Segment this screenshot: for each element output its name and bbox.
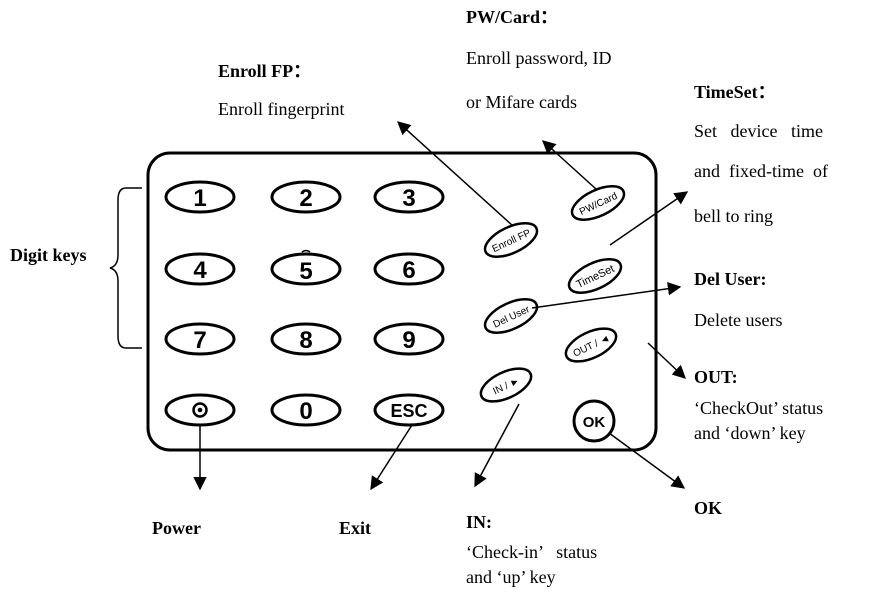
enroll-fp-title: Enroll FP： xyxy=(218,61,312,81)
out-title: OUT: xyxy=(694,367,738,387)
arrow-enroll-fp xyxy=(396,121,514,227)
pw-card-title: PW/Card： xyxy=(466,7,558,27)
esc-key[interactable]: ESC xyxy=(373,393,445,427)
key-1-label: 1 xyxy=(193,185,206,212)
timeset-title: TimeSet： xyxy=(694,82,776,102)
key-4[interactable]: 4 xyxy=(164,252,236,286)
digit-keys-label: Digit keys xyxy=(10,245,87,265)
key-9-label: 9 xyxy=(402,327,415,354)
key-8-label: 8 xyxy=(299,327,312,354)
del-user-desc: Delete users xyxy=(694,310,783,330)
pw-card-desc-line-1: Enroll password, ID xyxy=(466,48,612,68)
ok-title: OK xyxy=(694,498,723,518)
arrow-out xyxy=(647,342,686,379)
key-7-label: 7 xyxy=(193,327,206,354)
del-user-title: Del User: xyxy=(694,269,767,289)
enroll-fp-desc: Enroll fingerprint xyxy=(218,99,345,119)
key-2[interactable]: 2 xyxy=(270,180,342,214)
key-7[interactable]: 7 xyxy=(164,322,236,356)
key-6-label: 6 xyxy=(402,257,415,284)
key-1[interactable]: 1 xyxy=(164,180,236,214)
in-title: IN: xyxy=(466,512,492,532)
key-9[interactable]: 9 xyxy=(373,322,445,356)
timeset-desc-line-3: bell to ring xyxy=(694,206,773,226)
key-6[interactable]: 6 xyxy=(373,252,445,286)
key-0[interactable]: 0 xyxy=(270,393,342,427)
arrow-exit xyxy=(370,424,413,491)
key-2-label: 2 xyxy=(299,185,312,212)
ok-key[interactable]: OK xyxy=(572,399,616,443)
arrow-pw-card xyxy=(541,140,597,190)
in-key[interactable]: IN / ► xyxy=(476,362,536,408)
key-3[interactable]: 3 xyxy=(373,180,445,214)
in-desc-line-2: and ‘up’ key xyxy=(466,567,556,587)
arrow-timeset xyxy=(609,191,689,246)
arrow-in xyxy=(474,403,520,488)
key-5-label: 5 xyxy=(299,258,312,285)
key-0-label: 0 xyxy=(299,398,312,425)
esc-key-label: ESC xyxy=(390,401,427,421)
timeset-desc-line-1: Set device time xyxy=(694,121,823,141)
key-3-label: 3 xyxy=(402,185,415,212)
out-desc-line-2: and ‘down’ key xyxy=(694,423,806,443)
arrow-ok xyxy=(608,432,686,489)
digit-keys-bracket xyxy=(109,187,142,349)
key-5-bump-icon xyxy=(301,249,311,253)
key-4-label: 4 xyxy=(193,257,207,284)
exit-label: Exit xyxy=(339,518,372,538)
power-key[interactable] xyxy=(164,393,236,427)
arrow-del-user xyxy=(531,282,682,309)
in-desc-line-1: ‘Check-in’ status xyxy=(466,542,598,562)
enroll-fp-key[interactable]: Enroll FP xyxy=(480,216,542,263)
timeset-desc-line-2: and fixed-time of xyxy=(694,161,828,181)
power-icon xyxy=(192,402,208,418)
power-label: Power xyxy=(152,518,201,538)
out-desc-line-1: ‘CheckOut’ status xyxy=(694,398,824,418)
ok-key-label: OK xyxy=(583,414,606,431)
key-5[interactable]: 5 xyxy=(270,249,342,286)
key-8[interactable]: 8 xyxy=(270,322,342,356)
pw-card-desc-line-2: or Mifare cards xyxy=(466,92,577,112)
